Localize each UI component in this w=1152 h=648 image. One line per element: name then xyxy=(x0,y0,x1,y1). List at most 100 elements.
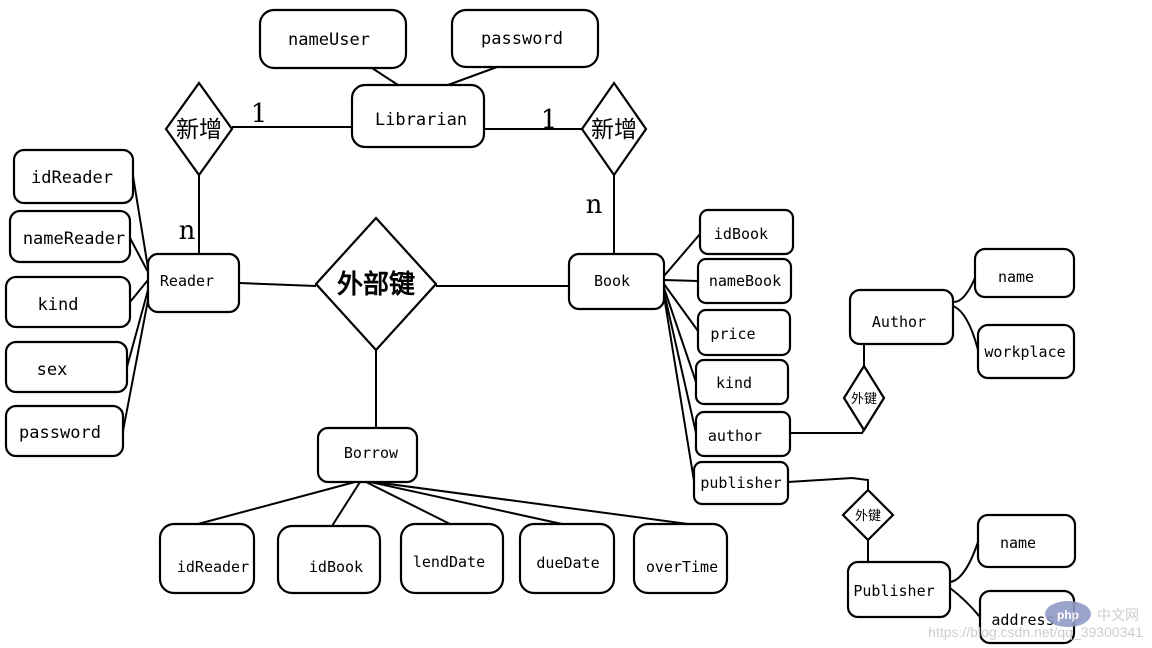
borrow-label: Borrow xyxy=(344,444,399,462)
edge-nameuser-librarian xyxy=(371,67,399,86)
attr-author-name: name xyxy=(973,247,1076,299)
attr-publisher-address: address xyxy=(978,589,1076,645)
publisher-box xyxy=(846,560,952,619)
watermark-logo-badge xyxy=(1045,601,1091,627)
attr-book-namebook-label: nameBook xyxy=(709,272,781,290)
edge-borrow-idbook xyxy=(331,481,361,527)
publisher-entity: Publisher xyxy=(846,560,952,619)
edge-borrow-idreader xyxy=(197,481,356,525)
attr-borrow-idbook-box xyxy=(276,524,382,595)
relation-add-right-label: 新增 xyxy=(591,117,637,143)
edge-book-publisher-fk xyxy=(787,476,869,490)
edge-book-idbook xyxy=(663,233,701,277)
attr-borrow-lenddate: lendDate xyxy=(399,522,505,595)
attr-borrow-lenddate-label: lendDate xyxy=(413,553,485,571)
attr-borrow-duedate-label: dueDate xyxy=(536,554,599,572)
edge-reader-kind xyxy=(129,279,149,303)
attr-book-kind-box xyxy=(694,358,790,406)
book-box xyxy=(567,252,666,311)
attr-book-author: author xyxy=(694,410,792,458)
reader-box xyxy=(146,252,241,314)
attr-nameuser-box xyxy=(258,8,408,70)
attr-librarian-password-box xyxy=(450,8,600,69)
borrow-entity: Borrow xyxy=(316,426,419,484)
edge-borrow-duedate xyxy=(369,481,563,525)
author-entity: Author xyxy=(848,288,955,346)
librarian-label: Librarian xyxy=(375,110,467,130)
attr-author-name-box xyxy=(973,247,1076,299)
attr-reader-sex: sex xyxy=(4,340,129,394)
edge-reader-fk xyxy=(238,282,317,287)
attr-book-idbook-label: idBook xyxy=(714,225,768,243)
attr-borrow-idreader-label: idReader xyxy=(177,558,249,576)
attr-book-idbook: idBook xyxy=(698,208,795,256)
relation-foreign-key: 外部键 xyxy=(314,216,438,352)
relation-publisher-fk-label: 外键 xyxy=(855,509,881,524)
librarian-entity: Librarian xyxy=(350,83,486,149)
attr-book-price-label: price xyxy=(710,325,755,343)
attr-author-workplace-label: workplace xyxy=(984,343,1065,361)
attr-reader-sex-label: sex xyxy=(37,360,68,380)
attr-reader-kind: kind xyxy=(4,275,132,329)
reader-entity: Reader xyxy=(146,252,241,314)
attr-book-kind: kind xyxy=(694,358,790,406)
cardinality-right-one: 1 xyxy=(541,105,558,135)
attr-reader-password-label: password xyxy=(19,423,101,443)
attr-borrow-overtime: overTime xyxy=(632,522,729,595)
edge-password-librarian xyxy=(447,66,498,86)
attr-publisher-name: name xyxy=(976,513,1077,569)
attr-reader-idreader: idReader xyxy=(12,148,135,205)
attr-book-author-label: author xyxy=(708,427,762,445)
attr-reader-sex-box xyxy=(4,340,129,394)
attr-borrow-idreader: idReader xyxy=(158,522,256,595)
relation-author-fk-diamond xyxy=(842,363,886,433)
librarian-box xyxy=(350,83,486,149)
attr-book-publisher: publisher xyxy=(692,460,790,506)
book-label: Book xyxy=(594,272,630,290)
edge-author-workplace xyxy=(952,305,979,351)
relation-add-left-label: 新增 xyxy=(176,117,222,143)
attr-borrow-overtime-box xyxy=(632,522,729,595)
cardinality-left-one: 1 xyxy=(251,99,268,129)
cardinality-right-many: n xyxy=(586,190,603,220)
relation-foreign-key-label: 外部键 xyxy=(337,269,415,300)
publisher-label: Publisher xyxy=(853,582,934,600)
relation-add-right-diamond xyxy=(580,81,648,177)
attr-borrow-idbook: idBook xyxy=(276,524,382,595)
edge-author-name xyxy=(952,277,976,304)
edge-book-author-fk xyxy=(790,429,865,434)
relation-add-right: 新增 xyxy=(580,81,648,177)
attr-book-price-box xyxy=(696,308,792,357)
attr-publisher-address-label: address xyxy=(991,611,1054,629)
attr-author-workplace-box xyxy=(976,323,1076,380)
attr-book-publisher-label: publisher xyxy=(700,474,781,492)
attr-borrow-overtime-label: overTime xyxy=(646,558,718,576)
edge-publisher-name xyxy=(949,541,979,583)
attr-publisher-name-box xyxy=(976,513,1077,569)
attr-book-idbook-box xyxy=(698,208,795,256)
borrow-box xyxy=(316,426,419,484)
watermark-logo: php xyxy=(1057,608,1079,622)
watermark-url: https://blog.csdn.net/qq_39300341 xyxy=(928,624,1143,640)
edge-reader-namereader xyxy=(129,237,149,273)
edge-reader-password xyxy=(122,299,149,432)
attr-reader-idreader-label: idReader xyxy=(31,168,113,188)
attr-borrow-idbook-label: idBook xyxy=(309,558,363,576)
attr-reader-idreader-box xyxy=(12,148,135,205)
edge-publisher-address xyxy=(949,587,981,618)
relation-foreign-key-diamond xyxy=(314,216,438,352)
attr-book-author-box xyxy=(694,410,792,458)
relation-author-fk: 外键 xyxy=(842,363,886,433)
attr-librarian-password: password xyxy=(450,8,600,69)
attr-reader-kind-label: kind xyxy=(38,295,79,315)
attr-book-namebook: nameBook xyxy=(696,257,793,305)
attr-book-price: price xyxy=(696,308,792,357)
attr-reader-namereader: nameReader xyxy=(8,209,132,264)
author-box xyxy=(848,288,955,346)
edge-book-kind xyxy=(663,287,697,383)
relation-add-left: 新增 xyxy=(164,81,234,177)
attr-book-namebook-box xyxy=(696,257,793,305)
attr-author-workplace: workplace xyxy=(976,323,1076,380)
attr-borrow-idreader-box xyxy=(158,522,256,595)
attr-reader-namereader-label: nameReader xyxy=(23,229,125,249)
